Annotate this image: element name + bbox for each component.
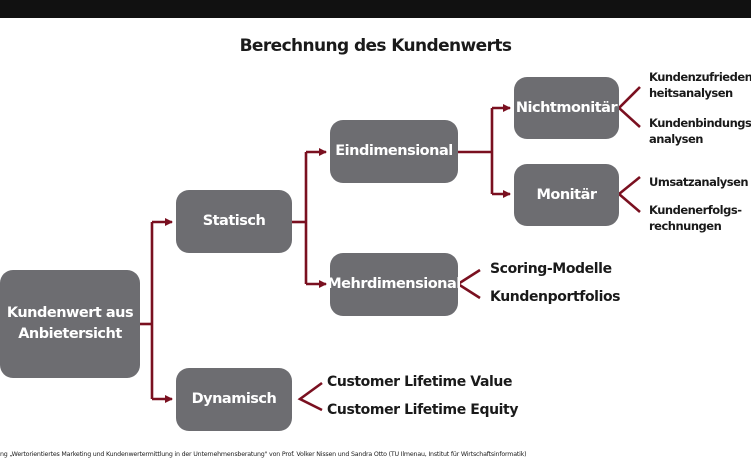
connector-fan-dynamisch [297, 381, 323, 412]
top-bar [0, 0, 751, 18]
node-mehrdimensional: Mehrdimensional [327, 253, 461, 316]
node-monitaer: Monitär [514, 164, 619, 226]
leaf-umsatzanalysen: Umsatzanalysen [649, 175, 749, 189]
leaf-kundenportfolios: Kundenportfolios [490, 289, 621, 305]
node-dynamisch: Dynamisch [176, 368, 292, 431]
node-nichtmonitaer: Nichtmonitär [514, 77, 619, 139]
diagram-title: Berechnung des Kundenwerts [239, 36, 512, 56]
connector-fan-monitaer [616, 175, 641, 213]
leaf-customer-lifetime-equity: Customer Lifetime Equity [327, 402, 519, 418]
connector-fan-mehrdimensional [455, 268, 481, 300]
leaf-customer-lifetime-value: Customer Lifetime Value [327, 374, 513, 390]
node-statisch: Statisch [176, 190, 292, 253]
node-root: Kundenwert aus Anbietersicht [0, 270, 140, 378]
leaf-kundenzufriedenheitsanalysen: Kundenzufrieden- heitsanalysen [649, 70, 751, 100]
leaf-kundenerfolgsrechnungen: Kundenerfolgs- rechnungen [649, 203, 742, 233]
node-eindimensional: Eindimensional [330, 120, 458, 183]
leaf-scoring-modelle: Scoring-Modelle [490, 261, 612, 277]
connector-fan-nichtmonitaer [617, 86, 641, 128]
source-note: ng „Wertorientiertes Marketing und Kunde… [0, 451, 527, 458]
leaf-kundenbindungsanalysen: Kundenbindungs- analysen [649, 116, 751, 146]
